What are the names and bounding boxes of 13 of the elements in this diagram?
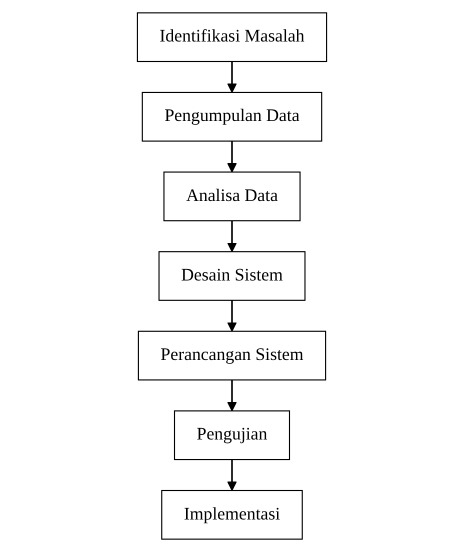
node-box: Identifikasi Masalah [136, 12, 328, 62]
node-box: Pengumpulan Data [142, 92, 322, 142]
arrow [227, 62, 237, 93]
arrow [227, 300, 237, 332]
node-box: Implementasi [161, 490, 303, 540]
arrow [227, 141, 237, 172]
arrow [227, 460, 237, 491]
arrow [227, 380, 237, 412]
node-box: Perancangan Sistem [138, 330, 326, 380]
node-box: Analisa Data [163, 172, 301, 222]
node-box: Desain Sistem [158, 251, 306, 301]
node-box: Pengujian [174, 410, 290, 460]
arrow [227, 220, 237, 252]
